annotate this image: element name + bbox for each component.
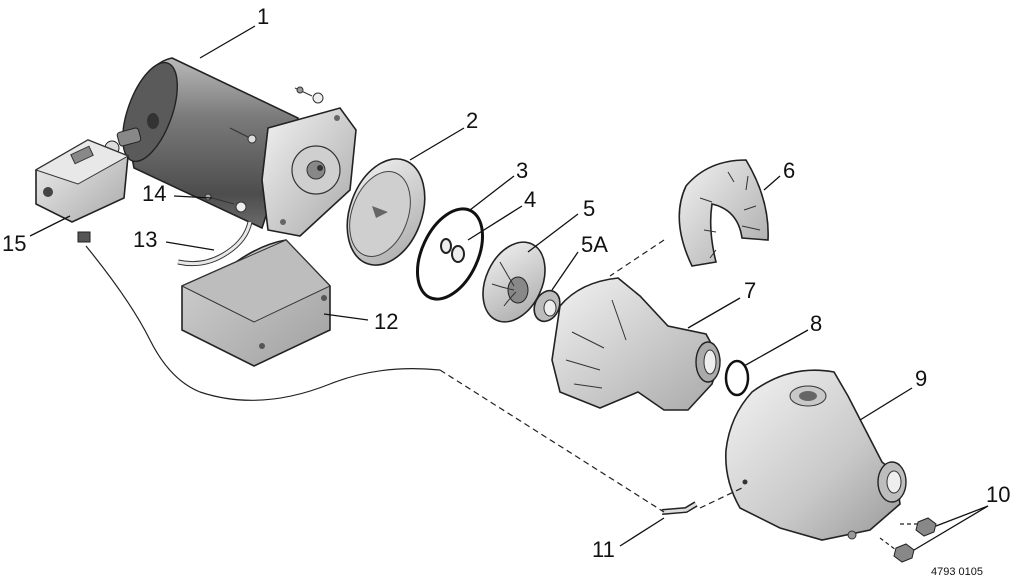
motor-base [180, 239, 331, 367]
pump-body [724, 369, 907, 541]
callout-11: 11 [592, 537, 615, 562]
callout-1: 1 [257, 4, 269, 29]
callout-8: 8 [810, 311, 822, 336]
callout-15: 15 [2, 231, 26, 256]
o-ring [416, 207, 484, 301]
impeller [482, 241, 546, 323]
callout-9: 9 [915, 366, 927, 391]
drain-plugs [893, 517, 937, 563]
callout-4: 4 [524, 187, 536, 212]
o-ring-small [724, 359, 750, 397]
callout-2: 2 [466, 108, 478, 133]
callout-6: 6 [783, 158, 795, 183]
document-number: 4793 0105 [931, 566, 983, 578]
callout-7: 7 [744, 278, 756, 303]
pressure-switch [34, 139, 130, 243]
diffuser-ring [533, 289, 561, 323]
callout-3: 3 [516, 158, 528, 183]
callout-12: 12 [374, 309, 398, 334]
leader-lines [29, 25, 989, 551]
clip [177, 221, 253, 267]
elbow-fitting [661, 501, 698, 515]
callout-5a: 5A [581, 232, 608, 257]
motor [122, 57, 357, 237]
callout-13: 13 [133, 227, 157, 252]
callout-10: 10 [986, 482, 1010, 507]
guide-vane-plate [678, 159, 769, 267]
seal-plate [346, 158, 426, 266]
callout-14: 14 [142, 181, 166, 206]
callouts: 1 2 3 4 5 5A 6 7 8 9 10 11 12 13 14 15 4… [2, 4, 1010, 578]
callout-5: 5 [583, 196, 595, 221]
nozzle-housing [551, 277, 721, 411]
pressure-tubing [85, 239, 918, 551]
shaft-seal [440, 238, 465, 263]
